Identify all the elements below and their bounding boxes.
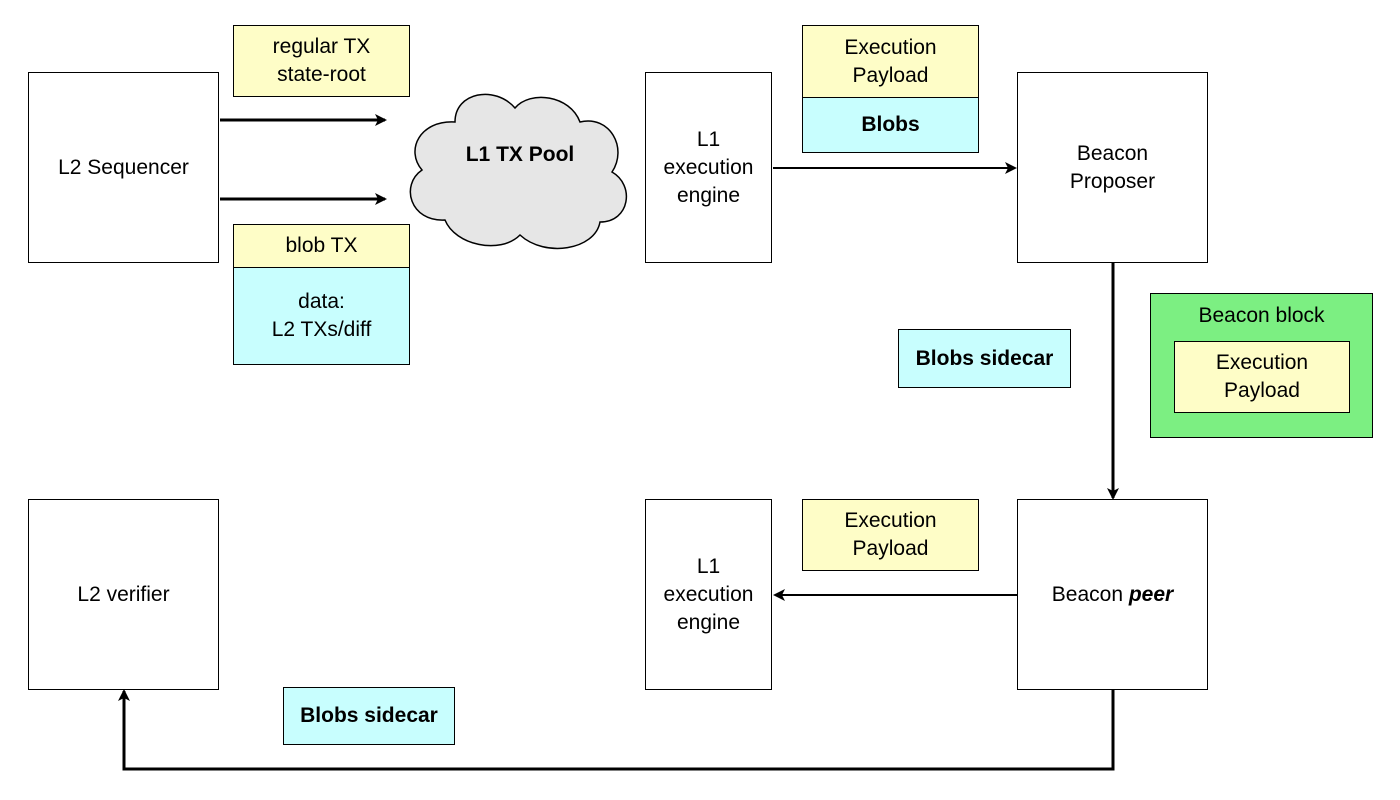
blobs-sidecar-bottom-label: Blobs sidecar <box>300 704 438 727</box>
blobs-sidecar-bottom-box: Blobs sidecar <box>283 687 455 745</box>
l2-sequencer-label: L2 Sequencer <box>58 155 189 179</box>
blob-data-box: data: L2 TXs/diff <box>233 267 410 365</box>
beacon-block-payload-box: Execution Payload <box>1174 341 1350 413</box>
blob-tx-box: blob TX <box>233 224 410 268</box>
beacon-peer-prefix: Beacon <box>1051 582 1129 606</box>
blobs-sidecar-right-box: Blobs sidecar <box>898 329 1071 388</box>
tx-pool-label: L1 TX Pool <box>465 143 575 166</box>
l2-sequencer-box: L2 Sequencer <box>28 72 219 263</box>
regular-tx-label: regular TX state-root <box>272 35 371 86</box>
beacon-peer-box: Beacon peer <box>1017 499 1208 690</box>
beacon-proposer-label: Beacon Proposer <box>1069 141 1156 193</box>
l1-execution-engine-top-label: L1 execution engine <box>663 127 754 207</box>
execution-payload-top-label: Execution Payload <box>844 35 937 87</box>
blob-data-label: data: L2 TXs/diff <box>271 290 372 341</box>
l2-verifier-box: L2 verifier <box>28 499 219 690</box>
beacon-block-label: Beacon block <box>1198 304 1325 327</box>
l1-execution-engine-bottom-label: L1 execution engine <box>663 554 754 634</box>
beacon-block-payload-label: Execution Payload <box>1215 351 1309 402</box>
l2-verifier-label: L2 verifier <box>77 582 170 606</box>
peer-to-verifier-arrow <box>118 689 1115 771</box>
execution-payload-bottom-label: Execution Payload <box>844 509 937 560</box>
blobs-sidecar-right-label: Blobs sidecar <box>915 346 1054 370</box>
execution-payload-bottom-box: Execution Payload <box>802 499 979 571</box>
regular-tx-box: regular TX state-root <box>233 25 410 97</box>
tx-pool-cloud <box>409 93 628 250</box>
l1-execution-engine-bottom-box: L1 execution engine <box>645 499 772 690</box>
blobs-top-box: Blobs <box>802 97 979 153</box>
l1-execution-engine-top-box: L1 execution engine <box>645 72 772 263</box>
beacon-peer-label: Beacon peer <box>1052 581 1173 609</box>
beacon-proposer-box: Beacon Proposer <box>1017 72 1208 263</box>
blobs-top-label: Blobs <box>861 113 920 136</box>
blob-tx-label: blob TX <box>285 234 358 257</box>
beacon-peer-emphasis: peer <box>1128 582 1174 606</box>
execution-payload-top-box: Execution Payload <box>802 25 979 98</box>
